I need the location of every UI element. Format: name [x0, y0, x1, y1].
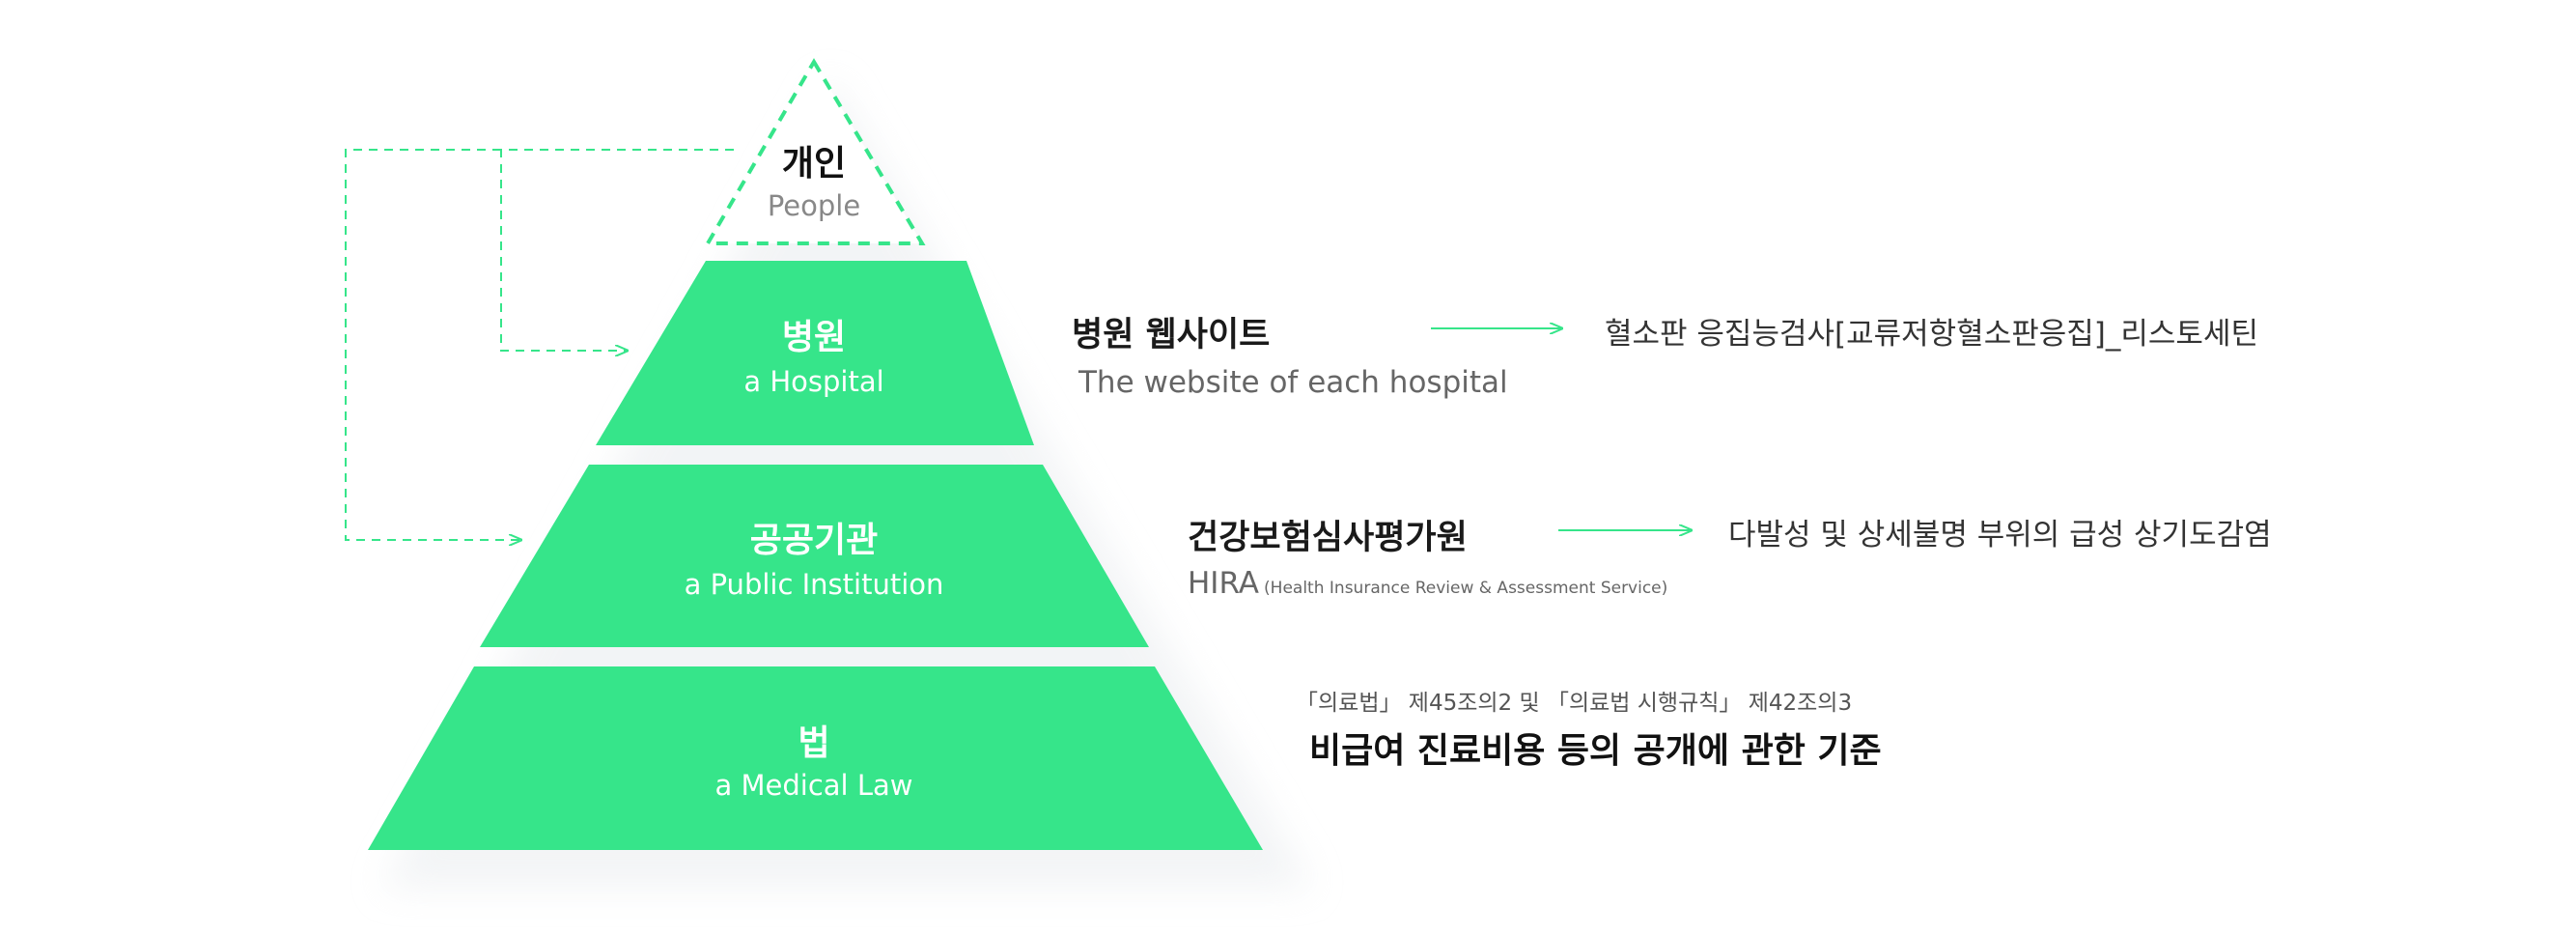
law-reference: 「의료법」 제45조의2 및 「의료법 시행규칙」 제42조의3 — [1296, 691, 1853, 716]
people-label-ko: 개인 — [781, 144, 847, 184]
public-label-en: a Public Institution — [684, 568, 944, 601]
tier-people-triangle — [704, 58, 926, 245]
tier-law-shape — [368, 666, 1263, 850]
public-info-title: 건강보험심사평가원 — [1188, 519, 1468, 557]
dashed-connector-public — [345, 149, 521, 540]
hospital-label-ko: 병원 — [781, 318, 847, 357]
public-info-subtitle-detail: (Health Insurance Review & Assessment Se… — [1264, 579, 1668, 598]
public-result: 다발성 및 상세불명 부위의 급성 상기도감염 — [1728, 518, 2272, 552]
tier-hospital-shape — [596, 261, 1034, 445]
law-label-ko: 법 — [798, 723, 830, 763]
hospital-result: 혈소판 응집능검사[교류저항혈소판응집]_리스토세틴 — [1605, 317, 2258, 352]
public-label-ko: 공공기관 — [749, 521, 879, 560]
law-label-en: a Medical Law — [714, 769, 913, 802]
tier-public-shape — [480, 465, 1149, 647]
dashed-connector-hospital — [500, 149, 734, 351]
public-info-subtitle: HIRA (Health Insurance Review & Assessme… — [1188, 566, 1667, 601]
hospital-info-subtitle: The website of each hospital — [1078, 365, 1508, 400]
law-title: 비급여 진료비용 등의 공개에 관한 기준 — [1309, 731, 1882, 771]
hospital-label-en: a Hospital — [743, 365, 884, 398]
people-label-en: People — [767, 189, 861, 222]
public-info-subtitle-main: HIRA — [1188, 566, 1259, 601]
hospital-info-title: 병원 웹사이트 — [1072, 316, 1271, 354]
